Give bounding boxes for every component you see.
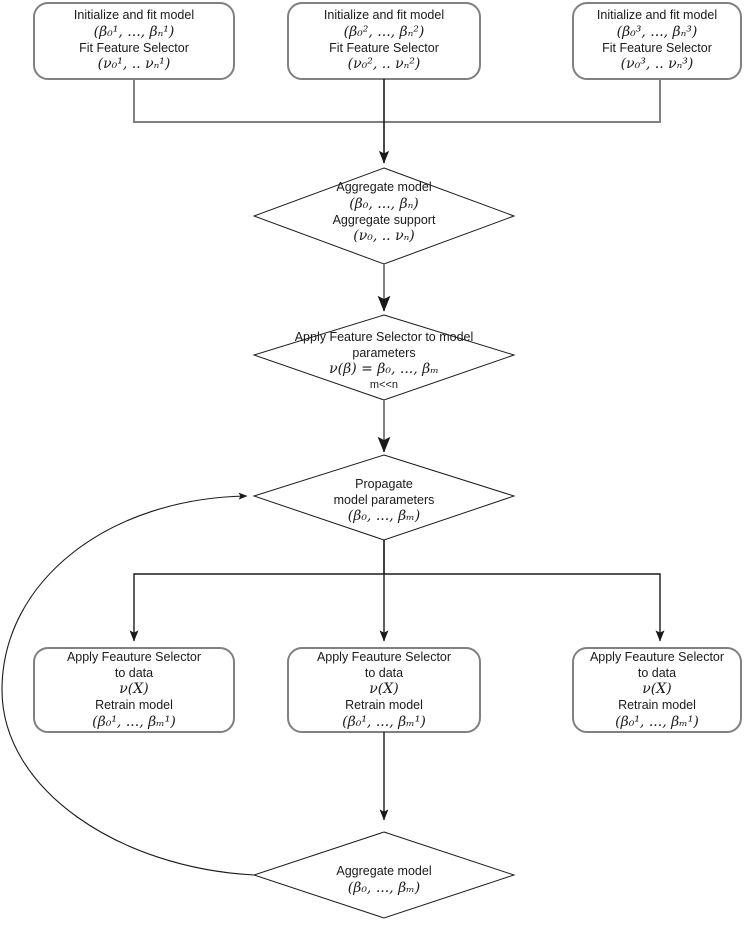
edge-feedback-loop [1, 492, 255, 876]
node-propagate-shape [252, 454, 516, 541]
node-aggregate-model-top-shape [252, 167, 516, 265]
edge-propagate-to-retrain3 [384, 573, 665, 642]
node-init1-shape [33, 2, 235, 80]
node-retrain1-shape [33, 647, 235, 733]
node-aggregate-model-bottom-shape [252, 831, 516, 919]
node-retrain2-shape [287, 647, 481, 733]
node-apply-selector-params-shape [252, 314, 516, 401]
node-init2-shape [287, 2, 481, 80]
edge-init3-merge [384, 79, 661, 123]
edge-propagate-to-retrain1 [129, 540, 385, 642]
node-init3-shape [572, 2, 742, 80]
node-retrain3-shape [572, 647, 742, 733]
edge-init1-merge [133, 79, 384, 123]
